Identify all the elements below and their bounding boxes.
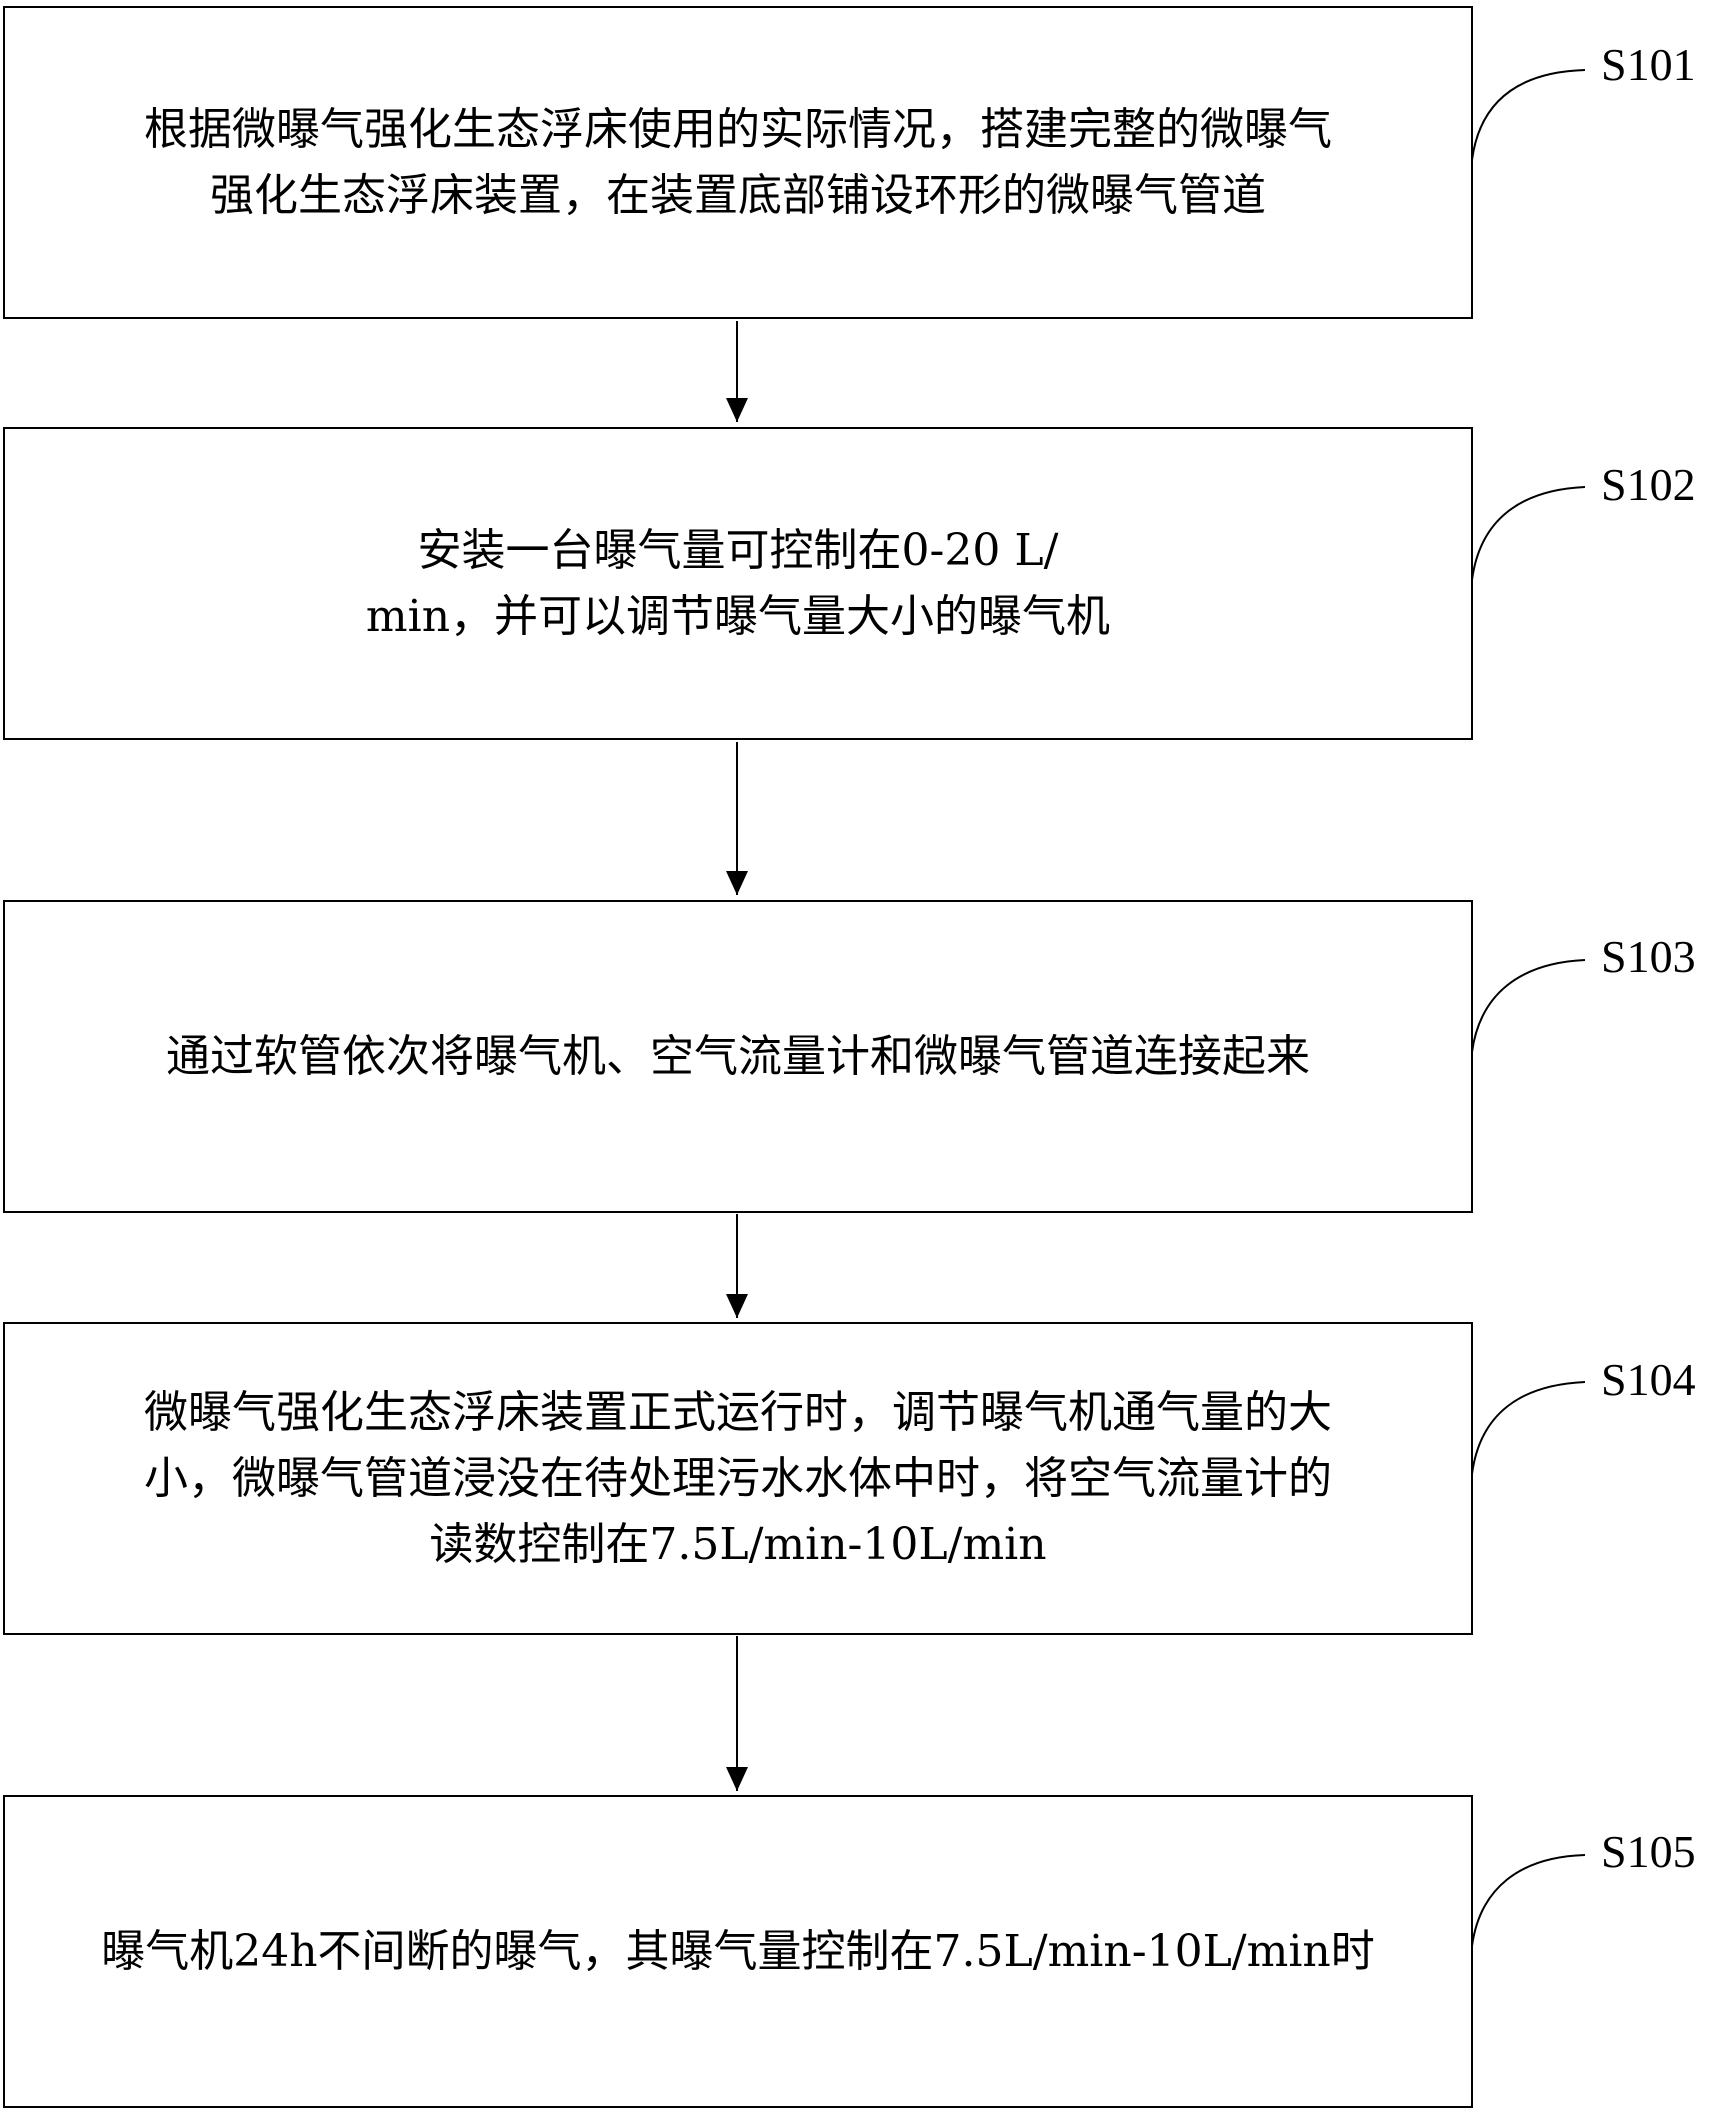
step-box-s104: 微曝气强化生态浮床装置正式运行时，调节曝气机通气量的大 小，微曝气管道浸没在待处… <box>3 1322 1473 1635</box>
step-box-s105: 曝气机24h不间断的曝气，其曝气量控制在7.5L/min-10L/min时 <box>3 1795 1473 2108</box>
callout-curve-s101 <box>1471 69 1586 161</box>
step-text-s102: 安装一台曝气量可控制在0-20 L/ min，并可以调节曝气量大小的曝气机 <box>365 524 1111 642</box>
step-label-s101: S101 <box>1601 39 1696 90</box>
step-label-s103: S103 <box>1601 931 1696 982</box>
step-text-s105: 曝气机24h不间断的曝气，其曝气量控制在7.5L/min-10L/min时 <box>101 1925 1375 1977</box>
arrowhead-s102-s103 <box>726 871 748 895</box>
callout-curve-s104 <box>1471 1381 1586 1475</box>
step-label-s104: S104 <box>1601 1354 1696 1405</box>
arrowhead-s103-s104 <box>726 1294 748 1318</box>
step-box-s102: 安装一台曝气量可控制在0-20 L/ min，并可以调节曝气量大小的曝气机 <box>3 427 1473 740</box>
step-text-s104: 微曝气强化生态浮床装置正式运行时，调节曝气机通气量的大 小，微曝气管道浸没在待处… <box>144 1386 1332 1570</box>
step-text-s103: 通过软管依次将曝气机、空气流量计和微曝气管道连接起来 <box>166 1030 1310 1082</box>
step-box-s101: 根据微曝气强化生态浮床使用的实际情况，搭建完整的微曝气 强化生态浮床装置，在装置… <box>3 6 1473 319</box>
callout-curve-s102 <box>1471 486 1586 581</box>
step-text-s101: 根据微曝气强化生态浮床使用的实际情况，搭建完整的微曝气 强化生态浮床装置，在装置… <box>144 103 1332 221</box>
callout-curve-s103 <box>1471 959 1586 1053</box>
arrowhead-s101-s102 <box>726 398 748 422</box>
callout-curve-s105 <box>1471 1854 1586 1947</box>
step-box-s103: 通过软管依次将曝气机、空气流量计和微曝气管道连接起来 <box>3 900 1473 1213</box>
step-label-s105: S105 <box>1601 1826 1696 1877</box>
arrowhead-s104-s105 <box>726 1767 748 1791</box>
step-label-s102: S102 <box>1601 459 1696 510</box>
